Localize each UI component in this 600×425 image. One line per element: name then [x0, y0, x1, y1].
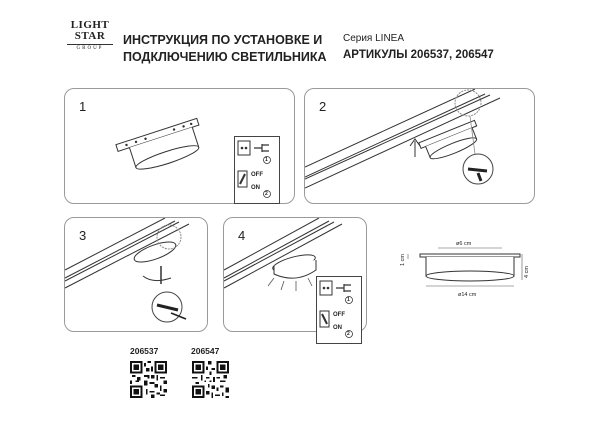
- step-number-3: 3: [79, 228, 87, 243]
- title-line-1: ИНСТРУКЦИЯ ПО УСТАНОВКЕ И: [123, 33, 323, 47]
- switch-on-label: ON: [251, 185, 260, 191]
- dim-height-small: 1 cm: [400, 254, 406, 266]
- dim-diameter-top: ø6 cm: [456, 241, 472, 247]
- step-panel-1: 1 1 OFF ON 2: [64, 88, 295, 204]
- article-206547-label: 206547: [191, 346, 220, 356]
- logo-line-3: GROUP: [67, 44, 113, 51]
- dim-height-total: 4 cm: [524, 266, 530, 278]
- switch-step-2-label-b: 2: [347, 331, 350, 337]
- step-panel-2: 2: [304, 88, 535, 204]
- step-panel-4: 4 1 OFF ON 2: [223, 217, 367, 344]
- fixture-rotate-illustration: [65, 218, 190, 323]
- logo-line-2: STAR: [74, 30, 106, 42]
- track-mount-illustration: [305, 89, 501, 189]
- dim-diameter-bottom: ø14 cm: [458, 292, 477, 298]
- fixture-attach-illustration: [115, 117, 200, 170]
- qr-code-206537[interactable]: [130, 361, 167, 398]
- articles-label: АРТИКУЛЫ 206537, 206547: [343, 49, 494, 61]
- switch-on-label-b: ON: [333, 325, 342, 331]
- switch-on-box: [316, 276, 362, 344]
- step-number-1: 1: [79, 99, 87, 114]
- qr-code-206547[interactable]: [192, 361, 229, 398]
- switch-step-1-label: 1: [265, 157, 268, 163]
- lightstar-logo: LIGHT STAR GROUP: [67, 20, 113, 51]
- dimension-drawing: ø6 cm 1 cm 4 cm ø14 cm: [400, 241, 530, 298]
- logo-line-1: LIGHT: [70, 19, 110, 31]
- switch-step-1-label-b: 1: [347, 297, 350, 303]
- switch-off-box: [234, 136, 280, 204]
- article-206537-label: 206537: [130, 346, 159, 356]
- title-line-2: ПОДКЛЮЧЕНИЮ СВЕТИЛЬНИКА: [123, 50, 327, 64]
- step-number-2: 2: [319, 99, 327, 114]
- series-label: Серия LINEA: [343, 33, 405, 44]
- switch-step-2-label: 2: [265, 191, 268, 197]
- step-panel-3: 3: [64, 217, 208, 332]
- switch-off-label: OFF: [251, 172, 263, 178]
- step-number-4: 4: [238, 228, 246, 243]
- switch-off-label-b: OFF: [333, 312, 345, 318]
- fixture-light-on-illustration: [224, 218, 343, 291]
- document-title: ИНСТРУКЦИЯ ПО УСТАНОВКЕ И ПОДКЛЮЧЕНИЮ СВ…: [123, 32, 327, 66]
